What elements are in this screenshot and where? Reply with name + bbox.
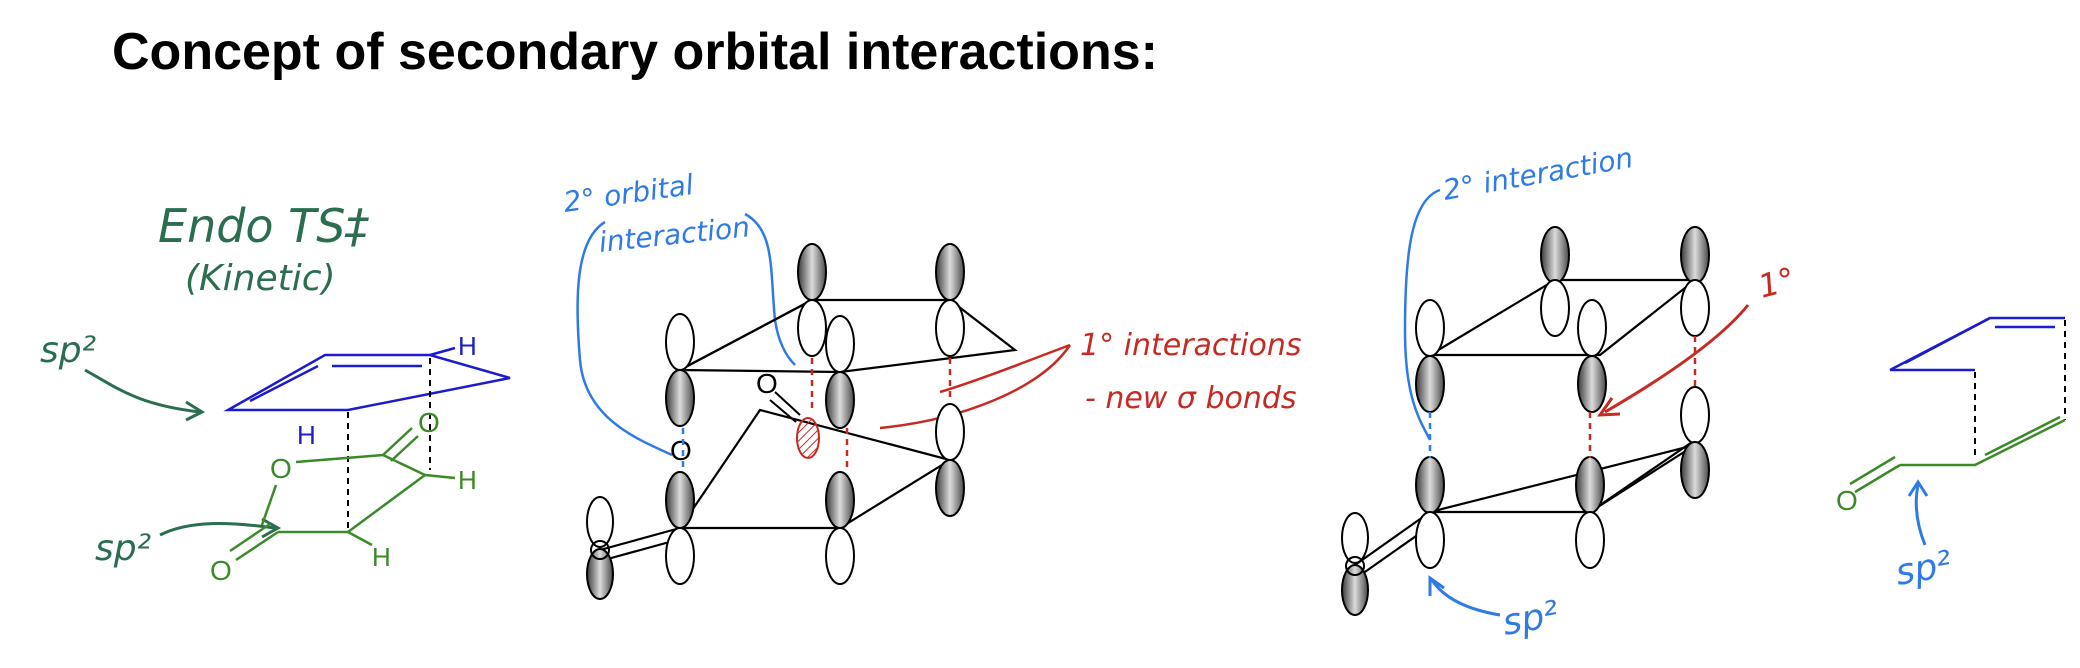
p-orbital-lower-1 <box>1415 456 1445 569</box>
anhydride-ch-h-bottom <box>347 530 373 547</box>
primary-short-arrowhead <box>1596 397 1621 417</box>
orbital-co-bond-1 <box>774 391 801 416</box>
dienophile-carbonyl-bond-1 <box>599 526 681 552</box>
sp2-arrow-bottom-middle <box>1430 579 1501 617</box>
p-orbital-lower-3 <box>1680 386 1710 499</box>
acrolein-carbonyl-1 <box>1854 463 1901 494</box>
dienophile-plane-lower <box>1429 437 1697 514</box>
diene-h-bond-right <box>429 346 456 357</box>
acrolein-double-bond <box>1984 415 2061 457</box>
anhydride-ch-h-right <box>424 473 456 480</box>
diene-double-bond-left <box>249 364 319 403</box>
sp2-arrow-bottom-right <box>1914 484 1927 546</box>
p-orbital-bottom-2 <box>825 471 855 585</box>
new-sigma-bonds-label: - new σ bonds <box>1085 381 1297 416</box>
p-orbital-lower-2 <box>1575 456 1605 569</box>
anhydride-carbonyl-bottom-2 <box>229 522 271 553</box>
anhydride-ring-right <box>347 473 426 534</box>
endo-ts-panel: Endo TS‡ (Kinetic) sp² sp² H H O H O O <box>40 199 511 586</box>
secondary-orbital-label-line2: interaction <box>597 210 751 259</box>
diene-ring <box>223 353 511 412</box>
p-orbital-top-4 <box>825 315 855 429</box>
primary-interactions-label: 1° interactions <box>1080 328 1302 363</box>
secondary-interaction-bracket <box>1403 188 1441 441</box>
p-orbital-upper-1 <box>1415 299 1445 413</box>
orbital-panel-carbon: 2° interaction 1° sp² <box>1341 141 1799 644</box>
acrolein-o: O <box>1836 485 1858 516</box>
secondary-orbital-bracket-right <box>744 212 796 366</box>
sp2-arrowhead-bottom-left <box>261 517 282 539</box>
sp2-label-top-left: sp² <box>40 330 96 371</box>
dienophile-h-bottom: H <box>372 542 391 572</box>
sp2-label-bottom-left: sp² <box>95 528 151 569</box>
diene-h-left: H <box>297 420 316 450</box>
primary-short-label: 1° <box>1754 260 1799 306</box>
diene-h-right: H <box>458 331 477 361</box>
sp2-arrowhead-bottom-right <box>1907 479 1929 497</box>
kinetic-label: (Kinetic) <box>185 258 336 299</box>
primary-interactions-pointer <box>879 343 1072 430</box>
p-orbital-top-3 <box>935 243 965 357</box>
anhydride-bond-1 <box>295 453 384 464</box>
sp2-arrow-bottom-left <box>159 522 276 537</box>
p-orbital-carbonyl-oxygen <box>586 496 614 600</box>
orbital-o-upper: O <box>756 368 778 399</box>
acrolein-carbonyl-2 <box>1849 455 1896 486</box>
anhydride-ring-left <box>260 484 278 526</box>
p-orbital-top-1 <box>665 313 695 427</box>
anhydride-carbonyl-top-2 <box>390 435 419 462</box>
p-orbital-upper-2 <box>1540 226 1570 337</box>
anhydride-carbonyl-bottom-1 <box>235 530 279 562</box>
carbonyl-bond-1 <box>1354 511 1431 566</box>
secondary-interaction-label: 2° interaction <box>1440 141 1635 207</box>
anhydride-carbonyl-top-1 <box>382 427 413 456</box>
diene-plane-top-inner <box>679 299 813 371</box>
ring-o: O <box>270 453 292 484</box>
slide-title: Concept of secondary orbital interaction… <box>112 23 1158 81</box>
sp2-label-bottom-right: sp² <box>1892 544 1954 594</box>
p-orbital-bottom-1 <box>665 471 695 585</box>
p-orbital-top-2 <box>797 243 827 357</box>
carbonyl-o-top: O <box>418 407 440 438</box>
dienophile-h-right: H <box>458 465 477 495</box>
endo-ts-label: Endo TS‡ <box>158 199 369 253</box>
orbital-o-lower: O <box>670 435 692 466</box>
acrolein-panel: O sp² <box>1836 316 2066 594</box>
red-hatched-orbital-lobe <box>796 417 820 459</box>
sp2-label-bottom-middle: sp² <box>1499 594 1561 644</box>
orbital-co-bond-2 <box>769 399 797 423</box>
primary-short-arrow <box>1604 304 1750 414</box>
sp2-arrowhead-top-left <box>185 400 206 422</box>
secondary-orbital-label-line1: 2° orbital <box>561 168 695 219</box>
secondary-orbital-bracket-left <box>576 220 673 457</box>
p-orbital-upper-4 <box>1577 299 1607 413</box>
acrolein-chain <box>1900 418 2066 467</box>
orbital-panel-with-oxygen: 2° orbital interaction 1° interactions -… <box>561 168 1302 600</box>
p-orbital-carbonyl-o-panel3 <box>1341 512 1369 616</box>
carbonyl-o-bottom: O <box>210 555 232 586</box>
p-orbital-upper-3 <box>1680 226 1710 337</box>
p-orbital-bottom-3 <box>935 403 965 517</box>
dienophile-lower-right-edge <box>1589 444 1696 513</box>
sp2-arrow-top-left <box>84 368 201 414</box>
sp2-arrowhead-bottom-middle <box>1428 575 1445 596</box>
diene-double-bond-inner <box>1904 316 1991 365</box>
anhydride-bond-2 <box>382 453 426 477</box>
